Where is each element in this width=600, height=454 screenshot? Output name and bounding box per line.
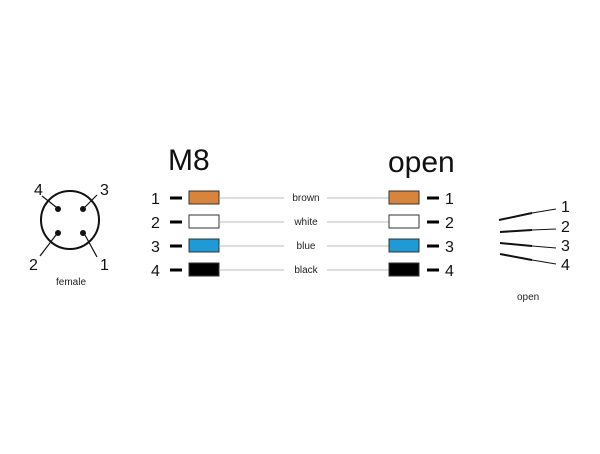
- open-wire-2: [499, 229, 533, 233]
- open-pin-label-3: 3: [561, 238, 570, 255]
- right-wire-color-swatch: [388, 238, 420, 253]
- left-wire-color-swatch: [188, 214, 220, 229]
- open-wire-ends: 1 2 3 4 open: [498, 199, 570, 303]
- right-pin-number: 3: [445, 239, 454, 256]
- pin-1-leader: [84, 234, 98, 258]
- connector-outline: [40, 190, 100, 250]
- right-pin-number: 1: [445, 191, 454, 208]
- wire-color-name: brown: [292, 193, 319, 204]
- left-pin-number: 1: [151, 191, 160, 208]
- open-wire-2-tip: [531, 228, 557, 231]
- open-pin-label-4: 4: [561, 257, 570, 274]
- left-wire-color-swatch: [188, 238, 220, 253]
- connector-pin-1: [80, 230, 86, 236]
- connector-pin-label-2: 2: [29, 257, 38, 274]
- left-pin-number: 3: [151, 239, 160, 256]
- left-pin-number: 2: [151, 215, 160, 232]
- open-wire-4-tip: [531, 259, 557, 265]
- connector-pin-2: [55, 230, 61, 236]
- connector-pin-label-4: 4: [34, 182, 43, 199]
- pin-2-leader: [39, 234, 57, 257]
- open-wire-3-tip: [531, 245, 557, 249]
- wire-row-3: 3 blue 3: [151, 238, 454, 256]
- wire-row-2: 2 white 2: [151, 214, 454, 232]
- connector-pin-3: [80, 206, 86, 212]
- right-pin-number: 4: [445, 263, 454, 280]
- wire-color-name: black: [294, 265, 318, 276]
- wire-color-name: white: [293, 217, 318, 228]
- open-heading: open: [388, 146, 455, 179]
- open-wire-1-tip: [531, 208, 557, 214]
- connector-pin-label-3: 3: [100, 182, 109, 199]
- left-pin-number: 4: [151, 263, 160, 280]
- wire-row-4: 4 black 4: [151, 262, 454, 280]
- wire-row-1: 1 brown 1: [151, 190, 454, 208]
- right-wire-color-swatch: [388, 214, 420, 229]
- pin-3-leader: [84, 194, 98, 208]
- connector-pin-4: [55, 206, 61, 212]
- left-wire-color-swatch: [188, 190, 220, 205]
- right-wire-color-swatch: [388, 262, 420, 277]
- open-wire-4: [499, 253, 533, 261]
- open-wire-3: [499, 242, 533, 247]
- pin-4-leader: [41, 195, 57, 208]
- left-wire-color-swatch: [188, 262, 220, 277]
- right-pin-number: 2: [445, 215, 454, 232]
- right-wire-color-swatch: [388, 190, 420, 205]
- wire-color-name: blue: [297, 241, 316, 252]
- connector-pin-label-1: 1: [100, 257, 109, 274]
- open-end-label: open: [517, 292, 539, 303]
- open-pin-label-1: 1: [561, 199, 570, 216]
- m8-female-connector: 4 3 2 1 female: [29, 182, 109, 288]
- open-wire-1: [498, 212, 533, 221]
- open-pin-label-2: 2: [561, 219, 570, 236]
- m8-heading: M8: [168, 144, 210, 177]
- connector-gender-label: female: [56, 277, 86, 288]
